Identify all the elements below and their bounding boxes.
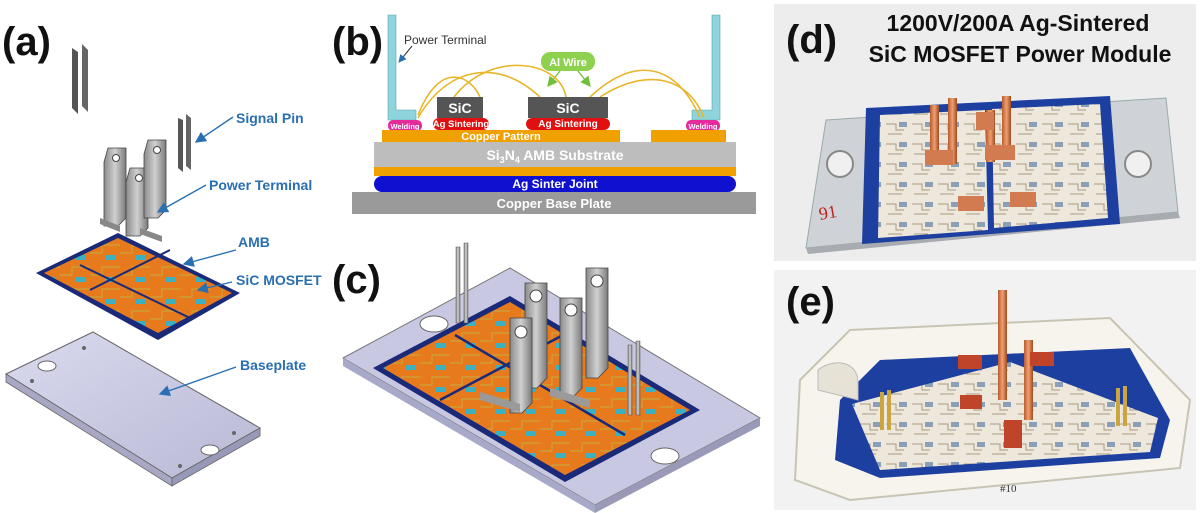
sic-chip-right [528, 97, 608, 118]
photo-d-title-line1: 1200V/200A Ag-Sintered [887, 10, 1150, 36]
copper-pattern-label: Copper Pattern [461, 131, 541, 143]
power-terminals-c [480, 267, 609, 414]
amb-label: AMB [238, 234, 270, 250]
power-terminal-b-arrow [398, 45, 413, 63]
module-c-baseplate-side [343, 358, 595, 513]
panel-label-c: (c) [332, 258, 381, 302]
ag-sintering-right-label: Ag Sintering [538, 119, 597, 130]
module-c-baseplate-front [595, 418, 760, 513]
baseplate-arrow [158, 366, 237, 396]
photo-d-title-line2: SiC MOSFET Power Module [869, 41, 1172, 67]
panel-label-b: (b) [332, 20, 383, 64]
panel-e-photo: (e) #10 [774, 270, 1196, 510]
module-d-hole-right [1124, 150, 1152, 178]
panel-b: (b) Power Terminal Al Wire SiC SiC Ag Si… [332, 14, 756, 214]
welding-left [388, 120, 422, 131]
al-wire-label-group: Al Wire [541, 52, 595, 71]
sic-mosfet-arrow [196, 281, 233, 294]
sic-chip-right-label: SiC [556, 100, 579, 116]
sic-mosfet-label-a: SiC MOSFET [236, 272, 322, 288]
al-wire-label: Al Wire [549, 57, 587, 69]
substrate-layer [374, 142, 736, 167]
power-terminal-arrow [156, 184, 207, 213]
signal-pin-c-2 [463, 242, 469, 324]
welding-right [686, 120, 720, 131]
mount-hole-1 [419, 315, 449, 333]
substrate-label: Si3N4 AMB Substrate [486, 147, 623, 165]
power-terminal-graphic [100, 139, 167, 242]
signal-pin-top-graphic [72, 44, 88, 114]
copper-base-plate [352, 192, 756, 214]
ag-sintering-right [526, 118, 610, 130]
ag-sintering-left-label: Ag Sintering [433, 119, 490, 130]
module-c-copper [383, 302, 690, 475]
al-wire-arrow-right [577, 70, 591, 88]
module-e-pins [880, 290, 1127, 448]
copper-base-plate-label: Copper Base Plate [497, 196, 612, 211]
baseplate-graphic [4, 331, 262, 487]
panel-label-d: (d) [786, 18, 837, 62]
baseplate-label: Baseplate [240, 357, 306, 373]
panel-a: (a) Signal Pin Power Terminal [2, 20, 322, 487]
power-terminal-left-shape [387, 14, 417, 121]
sic-chip-left-label: SiC [448, 100, 471, 116]
panel-d-photo: (d) 1200V/200A Ag-Sintered SiC MOSFET Po… [774, 4, 1196, 261]
amb-board-graphic [36, 233, 240, 340]
al-wire-arrow-left [547, 70, 561, 88]
panel-c: (c) [332, 242, 762, 513]
sic-chip-left [437, 97, 483, 118]
module-d-copper-terminals [925, 96, 1036, 211]
signal-pin-c-3 [627, 344, 633, 416]
copper-pattern-right [651, 130, 726, 142]
amb-arrow [182, 249, 237, 267]
power-terminal-label-b: Power Terminal [404, 33, 486, 47]
module-d-hole-left [826, 150, 854, 178]
bond-wires [417, 64, 705, 119]
module-e-housing-notch [817, 362, 859, 401]
module-e-dcb [852, 362, 1158, 470]
panel-label-a: (a) [2, 20, 51, 64]
power-terminal-label-a: Power Terminal [209, 177, 312, 193]
signal-pin-c-1 [455, 246, 461, 324]
copper-pattern-main [382, 130, 620, 142]
welding-left-label: Welding [390, 122, 419, 131]
signal-pin-arrow [194, 116, 234, 143]
handwritten-marking-e: #10 [1000, 483, 1017, 495]
handwritten-marking-d: 91 [817, 201, 838, 224]
ag-sinter-joint-label: Ag Sinter Joint [512, 177, 597, 191]
welding-right-label: Welding [688, 122, 717, 131]
ag-sintering-left [433, 118, 489, 130]
signal-pin-right-graphic [178, 114, 191, 172]
mount-hole-2 [650, 447, 680, 465]
power-terminal-right-shape [691, 14, 721, 121]
signal-pin-c-4 [635, 340, 641, 416]
ag-sinter-joint [374, 176, 736, 192]
bottom-copper-layer [374, 167, 736, 176]
signal-pin-label: Signal Pin [236, 110, 304, 126]
panel-label-e: (e) [786, 280, 835, 324]
